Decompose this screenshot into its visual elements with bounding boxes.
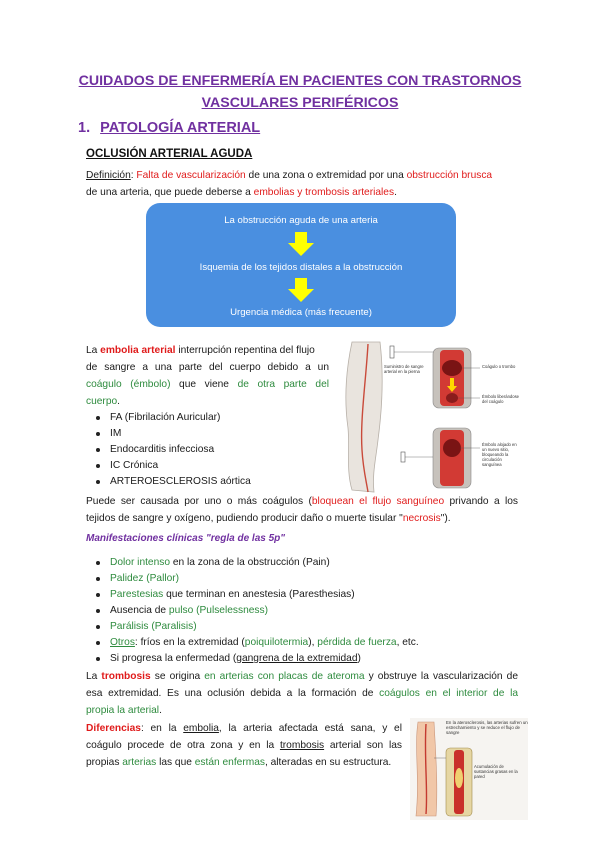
- list-item: Ausencia de pulso (Pulselessness): [92, 603, 522, 619]
- symptoms-list: Dolor intenso en la zona de la obstrucci…: [92, 555, 522, 667]
- definition-highlight-3: embolias y trombosis arteriales: [253, 187, 395, 198]
- figure1-label-left: Suministro de sangre arterial en la pier…: [384, 364, 424, 374]
- list-item: IM: [92, 426, 322, 442]
- figure1-label-top: Coágulo o trombo: [482, 364, 516, 369]
- embolism-illustration: Suministro de sangre arterial en la pier…: [345, 341, 520, 493]
- flow-step-1: La obstrucción aguda de una arteria: [224, 215, 378, 226]
- list-item: Si progresa la enfermedad (gangrena de l…: [92, 651, 522, 667]
- list-item: ARTEROESCLEROSIS aórtica: [92, 474, 322, 490]
- section-number: 1.: [78, 120, 91, 136]
- definition-highlight-1: Falta de vascularización: [136, 170, 246, 181]
- list-item: Parestesias que terminan en anestesia (P…: [92, 587, 522, 603]
- title-line-2: VASCULARES PERIFÉRICOS: [201, 95, 399, 111]
- definition-highlight-2: obstrucción brusca: [406, 170, 493, 181]
- figure2-caption: En la aterosclerosis, las arterias sufre…: [446, 720, 528, 735]
- trombosis-paragraph: La trombosis se origina en arterias con …: [86, 671, 518, 716]
- list-item: Endocarditis infecciosa: [92, 442, 322, 458]
- list-item: IC Crónica: [92, 458, 322, 474]
- embolia-term: embolia arterial: [100, 345, 176, 356]
- list-item: Otros: fríos en la extremidad (poiquilot…: [92, 635, 522, 651]
- section-title: PATOLOGÍA ARTERIAL: [100, 120, 261, 136]
- causes-list: FA (Fibrilación Auricular) IM Endocardit…: [92, 410, 322, 490]
- document-title: CUIDADOS DE ENFERMERÍA EN PACIENTES CON …: [60, 70, 540, 114]
- atherosclerosis-illustration: En la aterosclerosis, las arterias sufre…: [410, 718, 528, 820]
- embolia-paragraph: La embolia arterial interrupción repenti…: [86, 345, 329, 407]
- figure1-label-mid: Émbolo liberándose del coágulo: [482, 394, 520, 404]
- definition-label: Definición: [86, 170, 131, 181]
- diferencias-term: Diferencias: [86, 723, 141, 734]
- section-heading: 1. PATOLOGÍA ARTERIAL: [78, 120, 260, 136]
- figure2-label: Acumulación de sustancias grasas en la p…: [474, 764, 518, 779]
- figure1-label-bottom: Émbolo alojado en un nuevo sitio, bloque…: [482, 442, 517, 467]
- title-line-1: CUIDADOS DE ENFERMERÍA EN PACIENTES CON …: [78, 73, 522, 89]
- down-arrow-icon: [288, 278, 314, 302]
- list-item: Palidez (Pallor): [92, 571, 522, 587]
- flow-diagram-box: La obstrucción aguda de una arteria Isqu…: [146, 203, 456, 327]
- trombosis-term: trombosis: [101, 671, 151, 682]
- diferencias-paragraph: Diferencias: en la embolia, la arteria a…: [86, 723, 402, 768]
- down-arrow-icon: [288, 232, 314, 256]
- manifestaciones-heading: Manifestaciones clínicas "regla de las 5…: [86, 533, 286, 544]
- flow-step-2: Isquemia de los tejidos distales a la ob…: [199, 262, 403, 273]
- list-item: Dolor intenso en la zona de la obstrucci…: [92, 555, 522, 571]
- subsection-heading: OCLUSIÓN ARTERIAL AGUDA: [86, 148, 253, 160]
- flow-step-3: Urgencia médica (más frecuente): [230, 307, 372, 318]
- causada-paragraph: Puede ser causada por uno o más coágulos…: [86, 496, 518, 524]
- list-item: Parálisis (Paralisis): [92, 619, 522, 635]
- list-item: FA (Fibrilación Auricular): [92, 410, 322, 426]
- definition-paragraph: Definición: Falta de vascularización de …: [86, 170, 493, 198]
